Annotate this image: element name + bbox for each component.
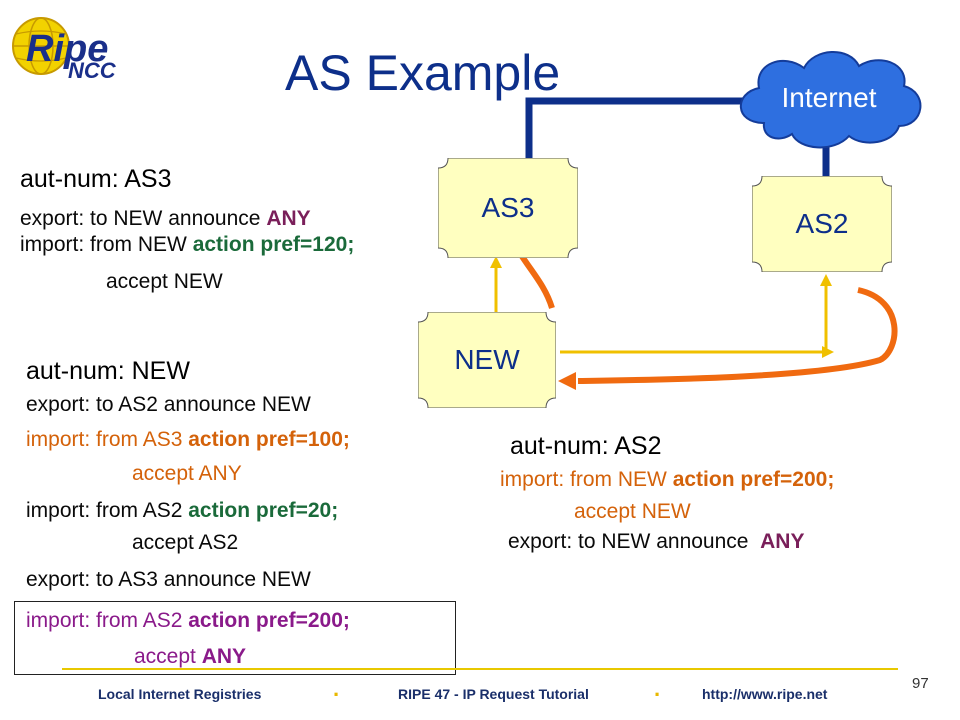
footer-separator-2: .	[654, 676, 661, 701]
node-as3-shape	[438, 158, 578, 258]
new-export1-line: export: to AS2 announce NEW	[26, 393, 311, 416]
new-accept1-line: accept ANY	[132, 462, 242, 485]
new-import2-line: import: from AS2 action pref=20;	[26, 499, 339, 522]
new-export2-line: export: to AS3 announce NEW	[26, 568, 311, 591]
cloud-icon	[739, 51, 922, 149]
as2-heading: aut-num: AS2	[510, 432, 662, 460]
footer-left: Local Internet Registries	[98, 686, 262, 702]
orange-arrowhead-new	[558, 372, 576, 390]
new-accept3-line: accept ANY	[134, 645, 247, 668]
node-as2-shape	[752, 176, 892, 272]
node-as2: AS2	[752, 176, 892, 272]
page-title: AS Example	[285, 45, 561, 101]
as3-export-line: export: to NEW announce ANY	[20, 207, 311, 230]
node-as2-label: AS2	[795, 208, 849, 239]
as3-import-line: import: from NEW action pref=120;	[20, 233, 355, 256]
as2-export-line: export: to NEW announce ANY	[508, 530, 805, 553]
new-heading: aut-num: NEW	[26, 357, 190, 385]
node-new-label: NEW	[454, 344, 520, 375]
footer-middle: RIPE 47 - IP Request Tutorial	[398, 686, 589, 702]
node-as3-label: AS3	[481, 192, 535, 223]
logo-ncc-text: NCC	[68, 58, 116, 83]
node-new-shape	[418, 312, 556, 408]
internet-cloud: Internet	[724, 38, 934, 158]
globe-icon	[12, 17, 70, 75]
as2-accept-line: accept NEW	[574, 500, 691, 523]
orange-arrow-as2-to-new	[577, 287, 898, 384]
arrowhead-up-as3	[490, 256, 502, 268]
footer-url[interactable]: http://www.ripe.net	[702, 686, 828, 702]
orange-arrow-new-to-as3	[515, 248, 555, 309]
ripe-ncc-logo: Ripe NCC	[6, 6, 126, 96]
node-new: NEW	[418, 312, 556, 408]
new-import1-line: import: from AS3 action pref=100;	[26, 428, 350, 451]
internet-label: Internet	[781, 82, 877, 113]
highlight-box	[14, 601, 456, 675]
as3-heading: aut-num: AS3	[20, 165, 172, 193]
arrowhead-right	[822, 346, 834, 358]
logo-ripe-text: Ripe	[26, 28, 109, 70]
node-as3: AS3	[438, 158, 578, 258]
page-number: 97	[912, 675, 929, 692]
new-accept2-line: accept AS2	[132, 531, 239, 554]
as3-internet-link	[525, 97, 760, 162]
footer-separator-1: .	[333, 676, 340, 701]
new-import3-line: import: from AS2 action pref=200;	[26, 609, 350, 632]
as3-accept-line: accept NEW	[106, 270, 223, 293]
footer-rule	[62, 668, 898, 670]
as2-import-line: import: from NEW action pref=200;	[500, 468, 835, 491]
arrowhead-up-as2	[820, 274, 832, 286]
new-as2-yellow-link	[560, 280, 828, 354]
